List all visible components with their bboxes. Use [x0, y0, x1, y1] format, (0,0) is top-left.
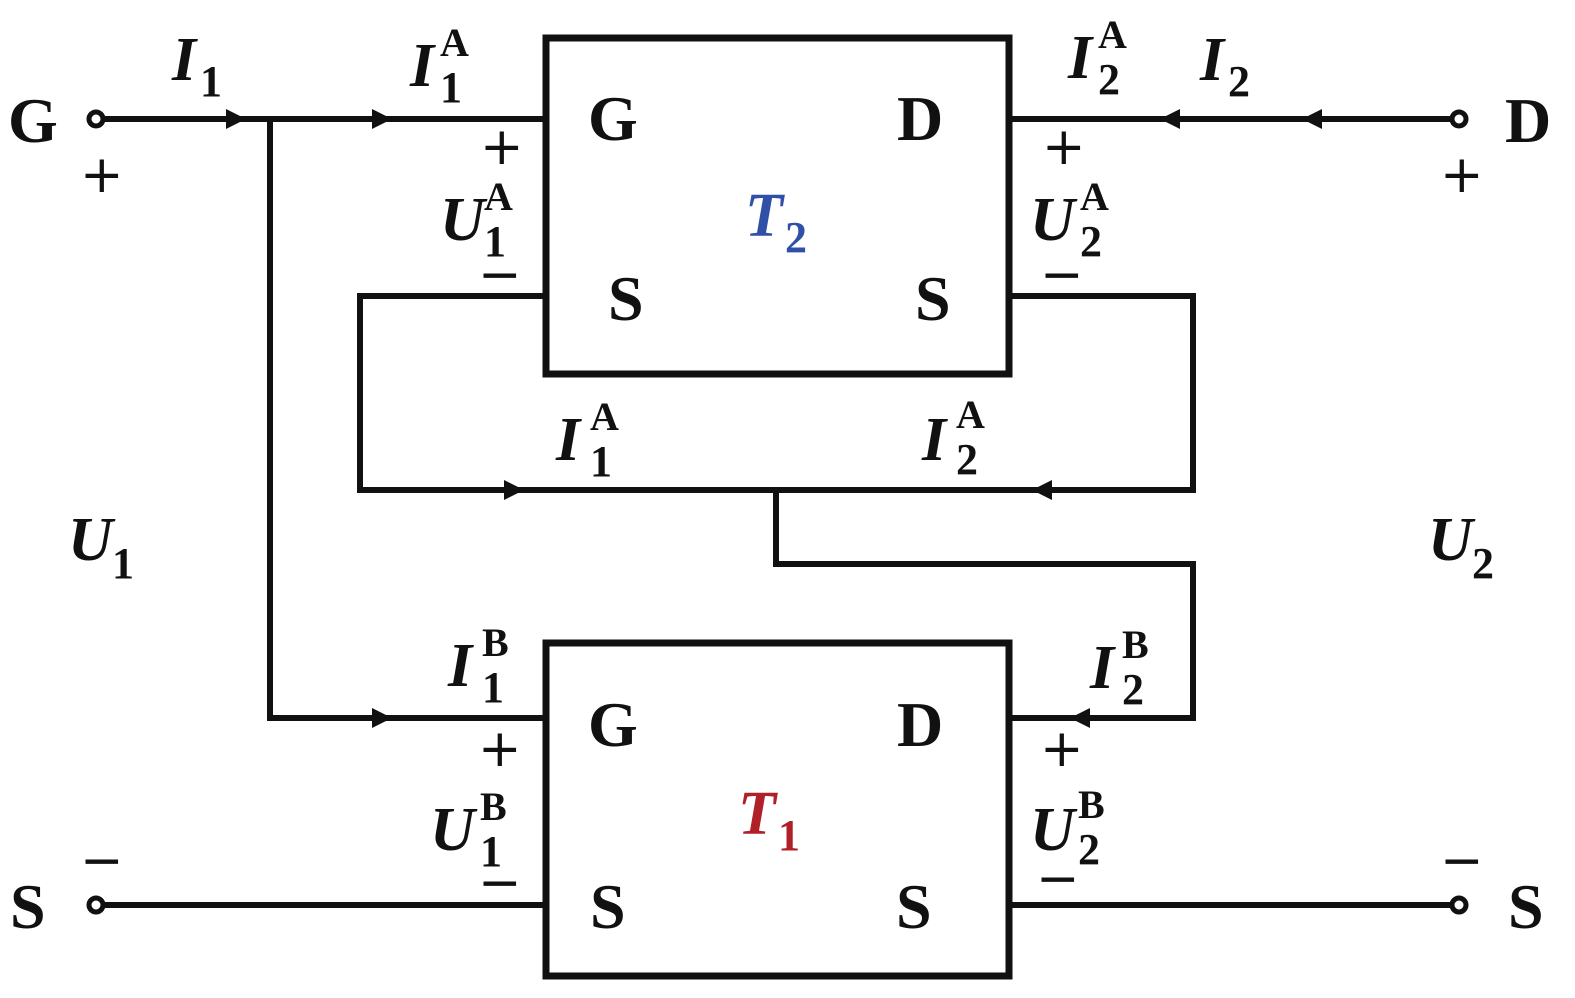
label-i1a-return: I 1 A — [555, 394, 619, 486]
port-label-g: G — [8, 85, 58, 156]
svg-text:−: − — [478, 853, 522, 913]
svg-text:B: B — [480, 784, 507, 829]
svg-text:I: I — [921, 406, 948, 474]
label-u2b: + U 2 B − — [1030, 719, 1105, 909]
svg-text:I: I — [1067, 24, 1094, 92]
svg-text:2: 2 — [1228, 57, 1250, 106]
svg-text:2: 2 — [1078, 825, 1100, 874]
svg-text:A: A — [484, 174, 513, 219]
svg-text:T: T — [738, 780, 778, 848]
svg-text:2: 2 — [956, 435, 978, 484]
svg-text:1: 1 — [112, 539, 134, 588]
t2-label: T 2 — [745, 182, 807, 262]
label-i1b: I 1 B — [447, 620, 509, 712]
svg-text:U: U — [68, 506, 116, 574]
svg-text:U: U — [1428, 506, 1476, 574]
label-u2a: + U 2 A − — [1030, 117, 1109, 305]
svg-text:A: A — [590, 394, 619, 439]
sign-plus-left: + — [80, 145, 124, 205]
label-u2: U 2 — [1428, 506, 1494, 588]
t2-pin-drain: D — [897, 83, 943, 154]
svg-text:1: 1 — [590, 437, 612, 486]
arrow-i1a-top — [372, 109, 392, 129]
label-i2b: I 2 B — [1089, 622, 1149, 714]
svg-text:−: − — [478, 245, 522, 305]
svg-text:U: U — [1030, 186, 1078, 254]
svg-text:1: 1 — [200, 57, 222, 106]
terminal-s-left[interactable] — [86, 895, 106, 915]
arrow-i2a-return — [1032, 480, 1052, 500]
svg-text:2: 2 — [1080, 217, 1102, 266]
terminal-g[interactable] — [86, 109, 106, 129]
svg-text:1: 1 — [482, 663, 504, 712]
svg-text:1: 1 — [778, 811, 800, 860]
t1-pin-source-right: S — [896, 871, 932, 942]
label-u1: U 1 — [68, 506, 134, 588]
svg-text:1: 1 — [484, 217, 506, 266]
wire-g-to-t1-gate — [267, 116, 546, 721]
label-i1a-top: I 1 A — [409, 20, 469, 112]
svg-text:I: I — [447, 632, 474, 700]
svg-text:2: 2 — [785, 213, 807, 262]
t2-pin-source-right: S — [915, 263, 951, 334]
svg-text:+: + — [480, 117, 524, 177]
label-u1a: + U 1 A − — [440, 117, 524, 305]
sign-plus-right: + — [1440, 145, 1484, 205]
svg-text:1: 1 — [440, 63, 462, 112]
svg-text:+: + — [1040, 719, 1084, 779]
sign-minus-left: − — [80, 831, 124, 891]
svg-text:I: I — [1089, 634, 1116, 702]
svg-text:U: U — [440, 186, 488, 254]
label-u1b: + U 1 B − — [430, 719, 522, 913]
label-i1: I 1 — [171, 26, 222, 106]
t1-label: T 1 — [738, 780, 800, 860]
svg-text:B: B — [1078, 782, 1105, 827]
label-i2: I 2 — [1199, 26, 1250, 106]
port-label-s-right: S — [1508, 871, 1544, 942]
svg-text:−: − — [1040, 245, 1084, 305]
svg-text:2: 2 — [1098, 55, 1120, 104]
arrow-i1b — [372, 708, 392, 728]
svg-text:B: B — [482, 620, 509, 665]
arrow-i2a-top — [1160, 109, 1180, 129]
port-label-s-left: S — [10, 871, 46, 942]
svg-text:U: U — [430, 796, 478, 864]
port-label-d: D — [1505, 85, 1551, 156]
svg-text:T: T — [745, 182, 785, 250]
svg-text:I: I — [171, 26, 198, 94]
t1-pin-drain: D — [897, 689, 943, 760]
t2-pin-source-left: S — [608, 263, 644, 334]
transistor-t1-box — [542, 639, 1013, 980]
arrow-i1 — [226, 109, 246, 129]
terminal-s-right[interactable] — [1449, 895, 1469, 915]
svg-text:+: + — [478, 719, 522, 779]
arrow-i2b — [1070, 708, 1090, 728]
svg-text:U: U — [1030, 796, 1078, 864]
t1-pin-gate: G — [588, 689, 638, 760]
arrow-i1a-return — [504, 480, 524, 500]
label-i2a-return: I 2 A — [921, 392, 985, 484]
svg-text:A: A — [1098, 12, 1127, 57]
svg-text:A: A — [1080, 174, 1109, 219]
transistor-t2-box — [542, 34, 1013, 378]
t1-pin-source-left: S — [590, 871, 626, 942]
svg-text:+: + — [1042, 117, 1086, 177]
svg-text:I: I — [1199, 26, 1226, 94]
t2-pin-gate: G — [588, 83, 638, 154]
svg-text:A: A — [440, 20, 469, 65]
svg-text:2: 2 — [1122, 665, 1144, 714]
svg-text:1: 1 — [480, 827, 502, 876]
wire-midpoint-to-t1-drain — [773, 487, 1196, 721]
label-i2a-top: I 2 A — [1067, 12, 1127, 104]
svg-text:−: − — [1036, 849, 1080, 909]
svg-text:B: B — [1122, 622, 1149, 667]
svg-text:I: I — [409, 32, 436, 100]
svg-text:I: I — [555, 406, 582, 474]
wire-t2-source-right-loop — [1009, 293, 1196, 493]
svg-text:2: 2 — [1472, 539, 1494, 588]
svg-text:A: A — [956, 392, 985, 437]
arrow-i2 — [1302, 109, 1322, 129]
sign-minus-right: − — [1440, 831, 1484, 891]
terminal-d[interactable] — [1449, 109, 1469, 129]
